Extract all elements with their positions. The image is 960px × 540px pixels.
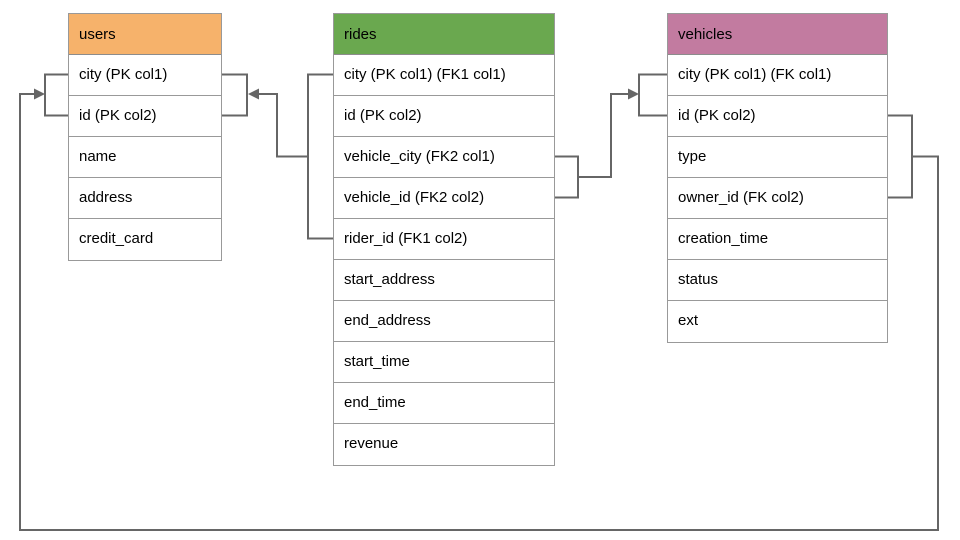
table-vehicles-row-status: status — [668, 260, 887, 301]
arrowhead-into-vehicles-left — [628, 88, 639, 100]
table-vehicles-row-city: city (PK col1) (FK col1) — [668, 55, 887, 96]
table-rides-title: rides — [344, 26, 377, 43]
table-users-row-address: address — [69, 178, 221, 219]
vehicles-right-fk-bracket — [888, 114, 913, 199]
users-left-pk-bracket — [44, 73, 68, 117]
table-vehicles-row-ext: ext — [668, 301, 887, 342]
table-vehicles-header: vehicles — [668, 14, 887, 55]
table-vehicles: vehicles city (PK col1) (FK col1) id (PK… — [667, 13, 888, 343]
table-users-row-id: id (PK col2) — [69, 96, 221, 137]
rides-to-users-line — [258, 93, 308, 158]
table-rides-row-city: city (PK col1) (FK1 col1) — [334, 55, 554, 96]
table-vehicles-row-id: id (PK col2) — [668, 96, 887, 137]
table-rides-row-rider-id: rider_id (FK1 col2) — [334, 219, 554, 260]
arrowhead-into-users-right — [248, 88, 259, 100]
table-rides-row-vehicle-id: vehicle_id (FK2 col2) — [334, 178, 554, 219]
table-rides-header: rides — [334, 14, 554, 55]
table-rides-row-end-time: end_time — [334, 383, 554, 424]
table-users-header: users — [69, 14, 221, 55]
rides-right-fk2-bracket — [555, 155, 579, 199]
rides-left-fk1-bracket — [307, 73, 333, 240]
table-users-row-name: name — [69, 137, 221, 178]
table-users-row-credit-card: credit_card — [69, 219, 221, 260]
table-rides-row-start-time: start_time — [334, 342, 554, 383]
table-vehicles-row-creation-time: creation_time — [668, 219, 887, 260]
table-vehicles-row-type: type — [668, 137, 887, 178]
arrowhead-into-users-left — [34, 88, 45, 100]
table-users: users city (PK col1) id (PK col2) name a… — [68, 13, 222, 261]
table-vehicles-title: vehicles — [678, 26, 733, 43]
table-rides-row-id: id (PK col2) — [334, 96, 554, 137]
rides-to-vehicles-line — [578, 93, 629, 178]
table-rides-row-revenue: revenue — [334, 424, 554, 465]
table-users-title: users — [79, 26, 116, 43]
users-right-pk-bracket — [222, 73, 248, 117]
vehicles-left-pk-bracket — [638, 73, 667, 117]
table-vehicles-row-owner-id: owner_id (FK col2) — [668, 178, 887, 219]
table-rides-row-start-address: start_address — [334, 260, 554, 301]
table-users-row-city: city (PK col1) — [69, 55, 221, 96]
table-rides: rides city (PK col1) (FK1 col1) id (PK c… — [333, 13, 555, 466]
table-rides-row-vehicle-city: vehicle_city (FK2 col1) — [334, 137, 554, 178]
table-rides-row-end-address: end_address — [334, 301, 554, 342]
